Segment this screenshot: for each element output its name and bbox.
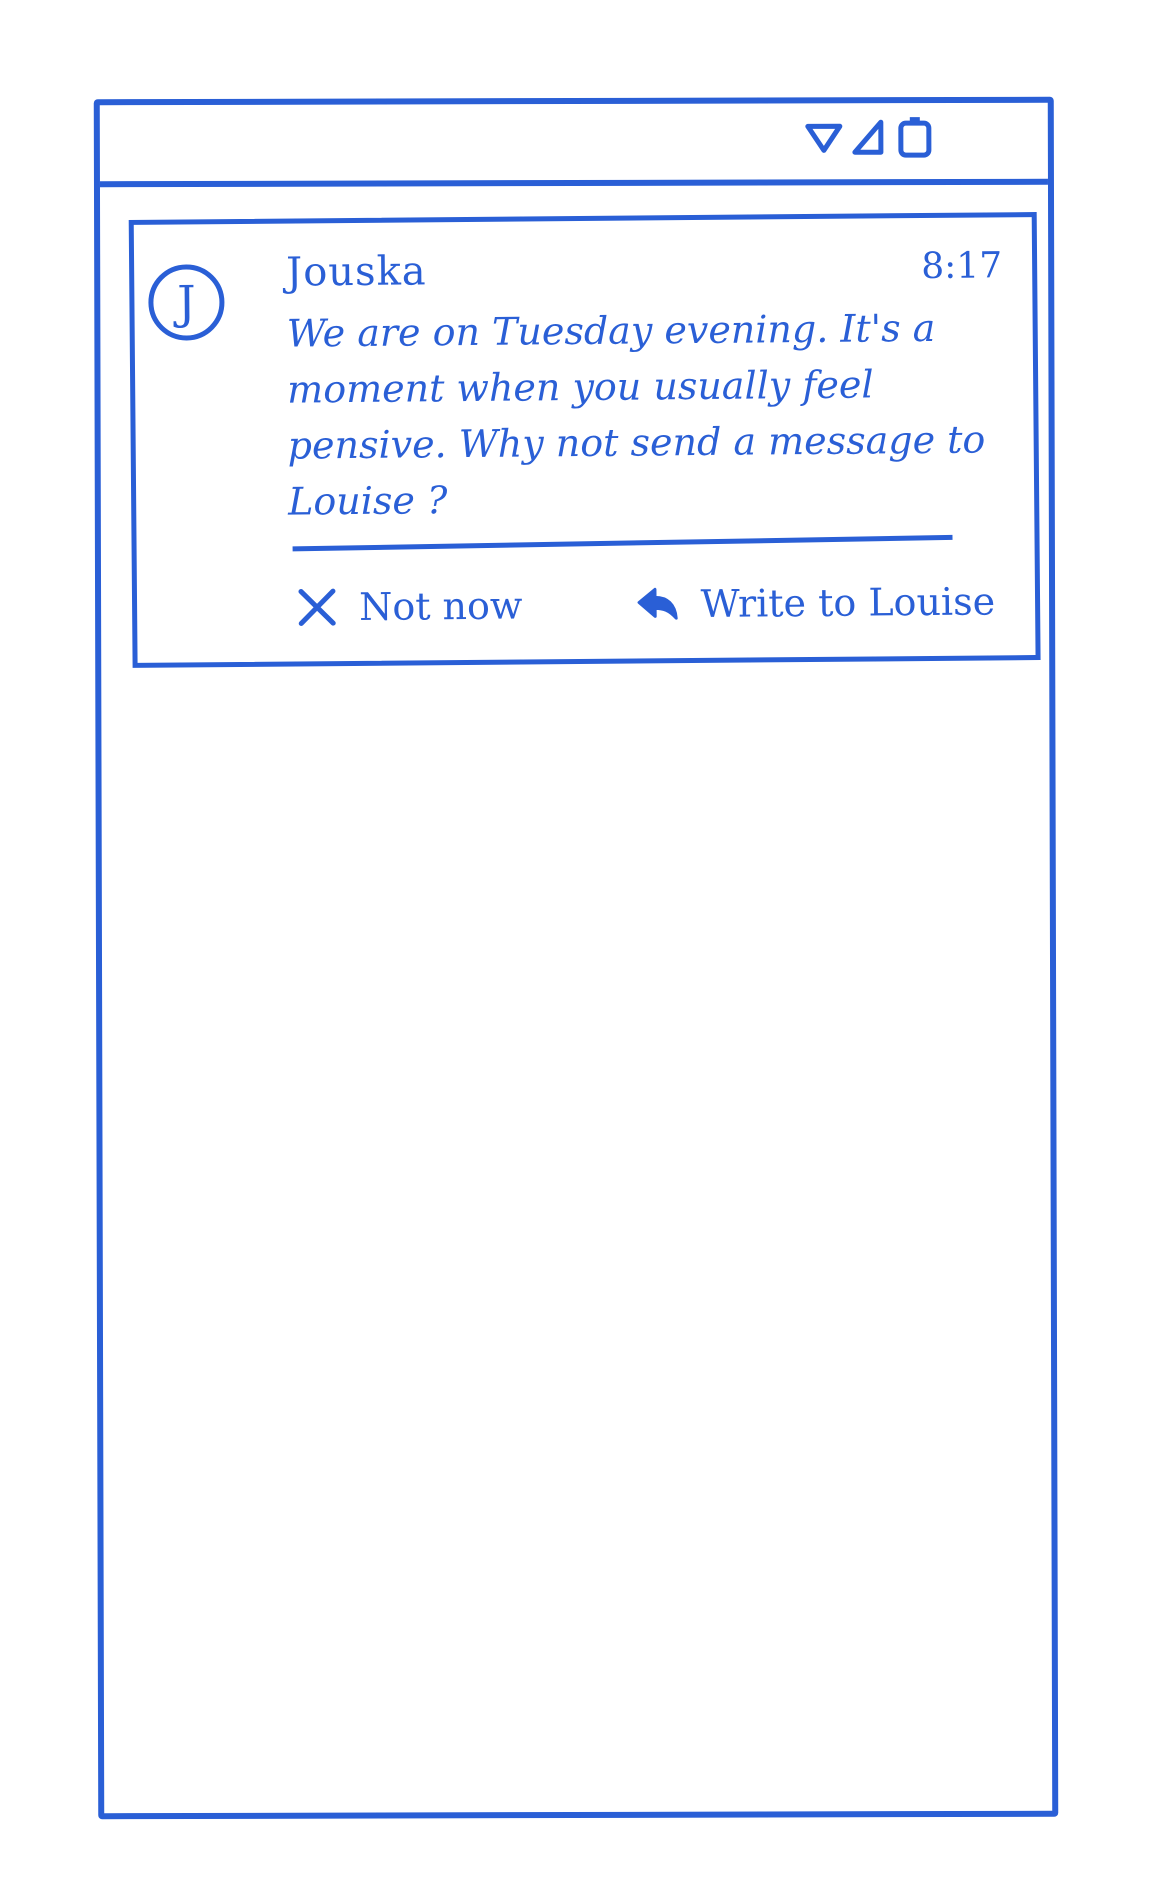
- wifi-icon: [805, 123, 843, 153]
- reply-icon: [637, 587, 678, 620]
- avatar-letter: J: [176, 275, 196, 330]
- not-now-button[interactable]: Not now: [297, 584, 523, 630]
- notification-card[interactable]: J Jouska 8:17 We are on Tuesday evening.…: [128, 212, 1041, 668]
- app-avatar: J: [148, 264, 225, 341]
- app-name: Jouska: [285, 248, 427, 296]
- signal-icon: [852, 119, 884, 155]
- write-to-louise-button[interactable]: Write to Louise: [634, 579, 995, 626]
- phone-frame: J Jouska 8:17 We are on Tuesday evening.…: [93, 96, 1059, 1820]
- not-now-label: Not now: [358, 583, 523, 629]
- close-icon: [298, 588, 336, 626]
- battery-icon: [898, 117, 932, 158]
- divider: [292, 534, 953, 552]
- notification-actions: Not now Write to Louise: [297, 571, 995, 637]
- write-to-louise-label: Write to Louise: [700, 579, 996, 626]
- notification-time: 8:17: [921, 245, 1003, 288]
- notification-message: We are on Tuesday evening. It's a moment…: [286, 305, 986, 524]
- status-icons: [805, 115, 933, 159]
- status-bar: [99, 102, 1048, 188]
